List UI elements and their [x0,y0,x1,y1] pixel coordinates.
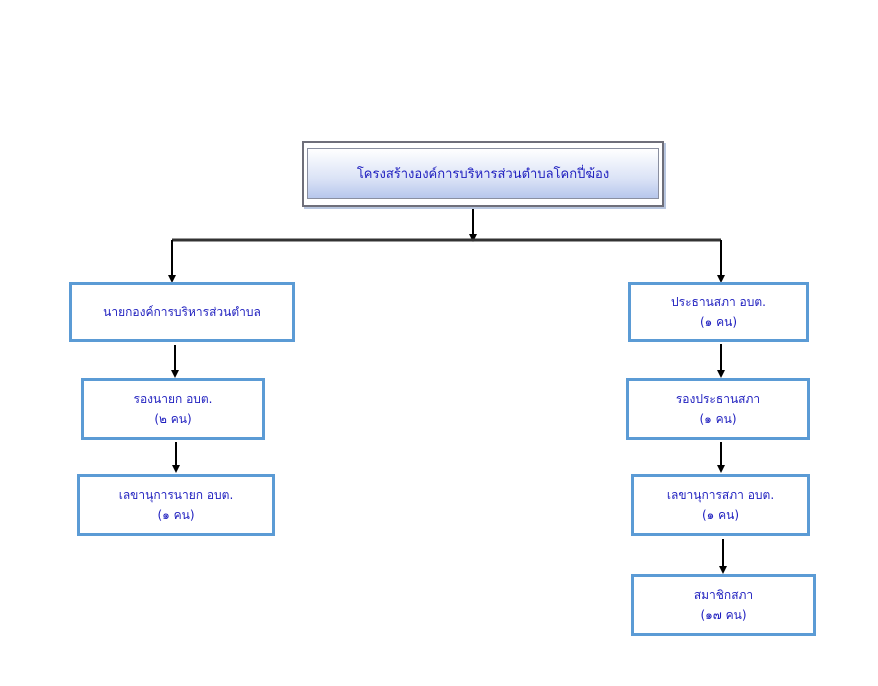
right-head-box: ประธานสภา อบต. (๑ คน) [628,282,809,342]
left-secretary-line2: (๑ คน) [157,508,195,522]
right-secretary-box: เลขานุการสภา อบต. (๑ คน) [631,474,810,536]
right-members-box: สมาชิกสภา (๑๗ คน) [631,574,816,636]
right-secretary-line2: (๑ คน) [701,508,740,522]
org-title: โครงสร้างองค์การบริหารส่วนตำบลโคกปี่ฆ้อง [307,148,659,199]
org-title-box: โครงสร้างองค์การบริหารส่วนตำบลโคกปี่ฆ้อง [302,141,664,207]
left-deputy-line1: รองนายก อบต. [133,392,213,406]
right-deputy-line1: รองประธานสภา [675,392,761,406]
left-head-label: นายกองค์การบริหารส่วนตำบล [103,305,261,319]
right-deputy-box: รองประธานสภา (๑ คน) [626,378,810,440]
left-secretary-box: เลขานุการนายก อบต. (๑ คน) [77,474,275,536]
left-secretary-line1: เลขานุการนายก อบต. [118,488,234,502]
right-head-line2: (๑ คน) [699,315,738,329]
left-deputy-line2: (๒ คน) [154,412,192,426]
right-head-line1: ประธานสภา อบต. [671,295,766,309]
right-members-line1: สมาชิกสภา [693,588,754,602]
right-secretary-line1: เลขานุการสภา อบต. [666,488,775,502]
left-deputy-box: รองนายก อบต. (๒ คน) [81,378,265,440]
right-members-line2: (๑๗ คน) [700,608,747,622]
left-head-box: นายกองค์การบริหารส่วนตำบล [69,282,295,342]
right-deputy-line2: (๑ คน) [699,412,737,426]
